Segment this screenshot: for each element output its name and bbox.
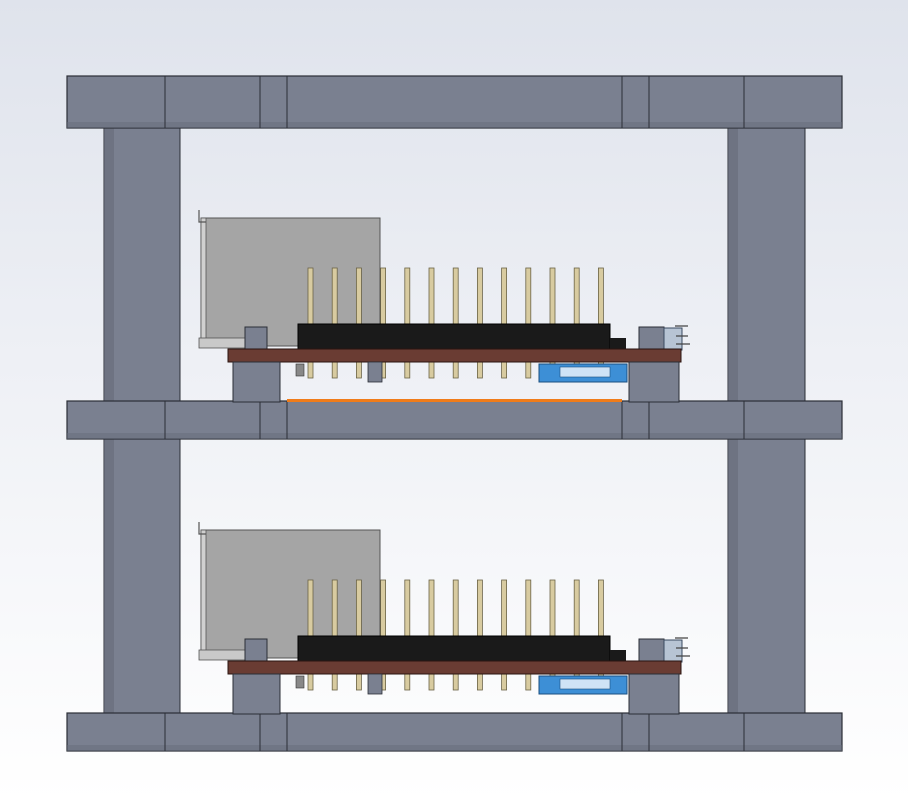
shield-can-edge bbox=[200, 529, 207, 659]
circuit-board bbox=[227, 660, 682, 675]
shield-can-tab bbox=[198, 210, 206, 223]
connector-end bbox=[610, 650, 626, 662]
standoff-top-left bbox=[244, 638, 268, 662]
header-pin bbox=[331, 267, 338, 329]
standoff-top-left bbox=[244, 326, 268, 350]
standoff-top-right bbox=[638, 326, 665, 350]
header-pin bbox=[476, 267, 483, 329]
support-column-stub-left bbox=[232, 361, 281, 403]
header-pin bbox=[573, 579, 580, 641]
header-pin bbox=[355, 579, 362, 641]
side-sensor-window bbox=[559, 366, 611, 378]
header-pin bbox=[380, 579, 387, 641]
board-clip bbox=[367, 673, 383, 695]
connector-end bbox=[610, 338, 626, 350]
standoff-top-right bbox=[638, 638, 665, 662]
header-pin bbox=[573, 267, 580, 329]
header-pin-tail bbox=[525, 361, 532, 379]
header-pin-tail bbox=[476, 673, 483, 691]
side-sensor-leads bbox=[675, 325, 690, 345]
side-sensor-leads bbox=[675, 637, 690, 657]
shield-can-tab bbox=[198, 522, 206, 535]
header-pin bbox=[428, 267, 435, 329]
header-pin-tail bbox=[307, 673, 314, 691]
frame-plate-bottom bbox=[66, 712, 843, 752]
board-stud bbox=[295, 675, 305, 689]
pin-header-connector bbox=[297, 635, 611, 663]
plate-edge-shade bbox=[67, 433, 842, 439]
support-column-stub-left bbox=[232, 673, 281, 715]
header-pin bbox=[428, 579, 435, 641]
header-pin-tail bbox=[355, 361, 362, 379]
support-column-stub-right bbox=[628, 361, 680, 403]
header-pin-tail bbox=[452, 361, 459, 379]
header-pin bbox=[501, 267, 508, 329]
header-pin-tail bbox=[501, 361, 508, 379]
header-pin bbox=[331, 579, 338, 641]
header-pin-tail bbox=[428, 673, 435, 691]
header-pin bbox=[404, 579, 411, 641]
side-sensor-housing bbox=[663, 639, 683, 663]
header-pin-tail bbox=[404, 673, 411, 691]
header-pin bbox=[380, 267, 387, 329]
header-pin-tail bbox=[452, 673, 459, 691]
header-pin bbox=[598, 267, 604, 329]
header-pin-tail bbox=[501, 673, 508, 691]
header-pin bbox=[549, 267, 556, 329]
header-pin bbox=[404, 267, 411, 329]
board-assembly-1 bbox=[198, 210, 690, 403]
plate-edge-shade bbox=[67, 122, 842, 128]
header-pin bbox=[549, 579, 556, 641]
frame-plate-top bbox=[66, 75, 843, 129]
pin-header-connector bbox=[297, 323, 611, 351]
header-pin bbox=[525, 267, 532, 329]
frame-layer bbox=[66, 75, 843, 752]
board-stud bbox=[295, 363, 305, 377]
header-pin-tail bbox=[307, 361, 314, 379]
header-pin bbox=[452, 267, 459, 329]
side-sensor-window bbox=[559, 678, 611, 690]
side-sensor-housing bbox=[663, 327, 683, 351]
support-column-stub-right bbox=[628, 673, 680, 715]
header-pin-tail bbox=[525, 673, 532, 691]
board-clip bbox=[367, 361, 383, 383]
header-pin-tail bbox=[355, 673, 362, 691]
header-pin bbox=[525, 579, 532, 641]
header-pin bbox=[307, 267, 314, 329]
orange-spacer bbox=[287, 399, 622, 402]
frame-plate-middle bbox=[66, 400, 843, 440]
header-pin-tail bbox=[404, 361, 411, 379]
header-pin bbox=[476, 579, 483, 641]
header-pin bbox=[307, 579, 314, 641]
board-layer bbox=[198, 210, 690, 715]
circuit-board bbox=[227, 348, 682, 363]
header-pin bbox=[598, 579, 604, 641]
header-pin bbox=[452, 579, 459, 641]
header-pin bbox=[501, 579, 508, 641]
plate-edge-shade bbox=[67, 745, 842, 751]
shield-can-edge bbox=[200, 217, 207, 347]
header-pin-tail bbox=[331, 361, 338, 379]
header-pin-tail bbox=[331, 673, 338, 691]
board-assembly-2 bbox=[198, 522, 690, 715]
header-pin-tail bbox=[428, 361, 435, 379]
header-pin bbox=[355, 267, 362, 329]
header-pin-tail bbox=[476, 361, 483, 379]
